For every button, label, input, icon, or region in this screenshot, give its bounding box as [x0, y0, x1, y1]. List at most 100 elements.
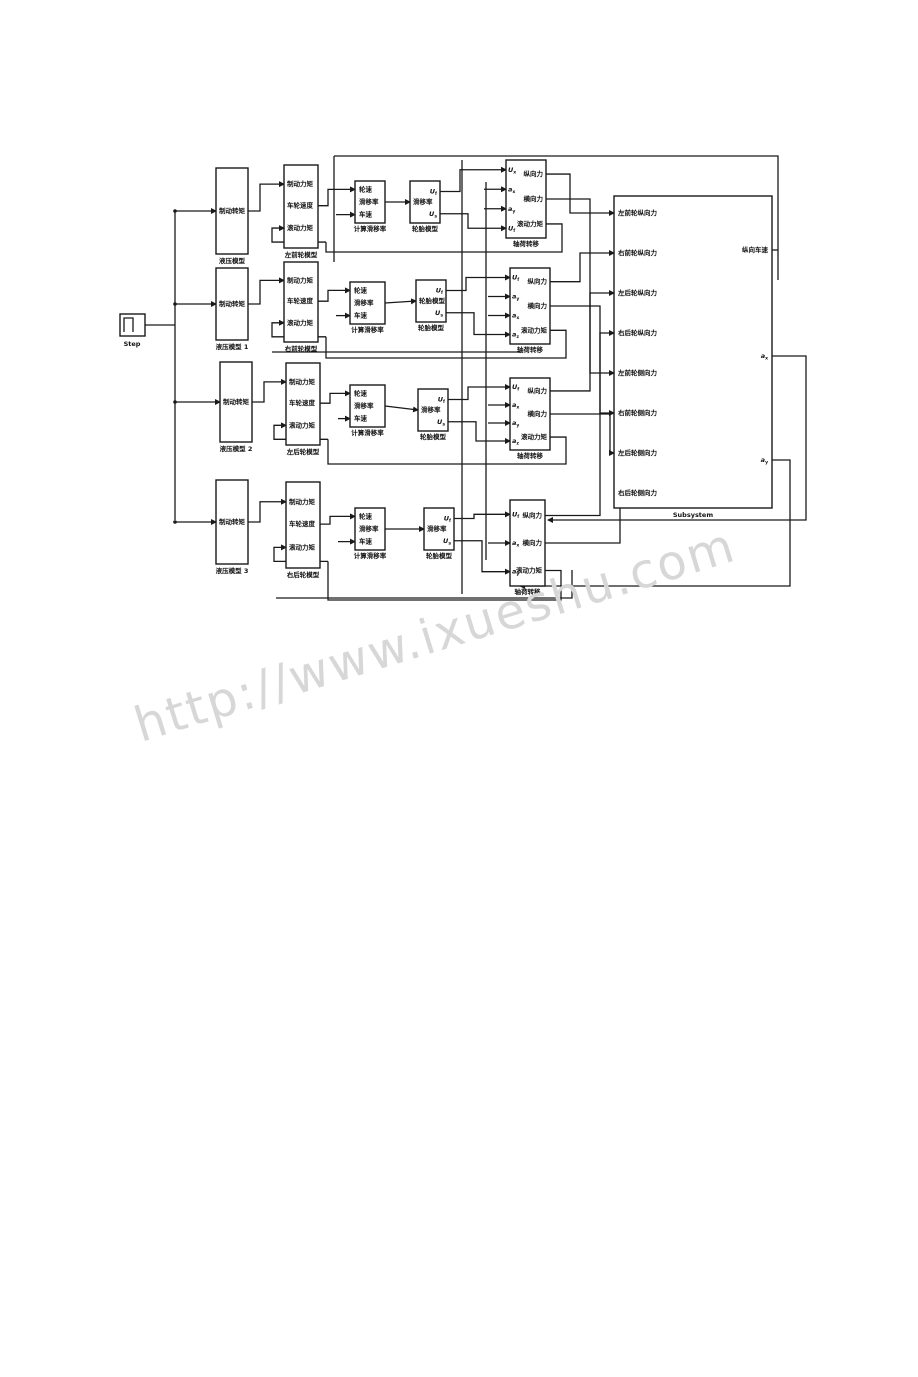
tire-output-label: Uf — [444, 515, 451, 525]
wheel-speed-line — [320, 513, 356, 525]
load-input-label: ay — [512, 293, 519, 303]
subsystem-block — [613, 195, 773, 509]
slip-to-tire-line — [384, 405, 419, 413]
subsystem-input-label: 右后轮纵向力 — [617, 328, 658, 337]
rolling-torque-return-line — [327, 436, 567, 465]
bottom-loop-line — [276, 570, 573, 599]
force-to-subsystem-line — [550, 290, 615, 392]
subsystem-input-label: 右前轮纵向力 — [617, 248, 658, 257]
slip-port-label: 车速 — [359, 537, 373, 546]
speed-feedback-top-line — [334, 155, 779, 280]
load-input-label: Ux — [508, 166, 516, 176]
rolling-torque-return-line — [325, 223, 563, 253]
slip-port-label: 滑移率 — [354, 298, 374, 307]
tire-input-label: 轮胎模型 — [419, 296, 446, 305]
force-to-subsystem-line — [545, 330, 615, 517]
load-input-label: Uf — [508, 224, 515, 234]
tire-model-block — [423, 507, 455, 551]
step-label: Step — [124, 340, 141, 348]
rolling-torque-return-line — [327, 561, 562, 601]
load-input-label: ax — [508, 185, 515, 195]
wheel-model-block — [285, 481, 321, 569]
wheel-speed-line — [318, 186, 356, 207]
wheel-caption: 右后轮模型 — [286, 570, 320, 579]
force-to-subsystem-line — [550, 250, 615, 283]
load-transfer-block — [509, 377, 551, 451]
load-output-label: 横向力 — [528, 301, 548, 310]
load-input-label: ay — [508, 205, 515, 215]
tire-caption: 轮胎模型 — [412, 224, 439, 233]
load-input-label: ax — [512, 312, 519, 322]
load-caption: 轴荷转移 — [513, 239, 540, 248]
load-input-label: Uf — [512, 510, 519, 520]
load-output-label: 横向力 — [528, 409, 548, 418]
load-output-label: 纵向力 — [528, 277, 548, 286]
wheel-port-label: 滚动力矩 — [289, 542, 316, 551]
load-input-label: ay — [512, 419, 519, 429]
wheel-port-label: 制动力矩 — [287, 179, 314, 188]
slip-port-label: 轮速 — [359, 184, 373, 193]
tire-output-label: Uf — [430, 188, 437, 198]
subsystem-input-label: 右后轮侧向力 — [617, 488, 658, 497]
force-to-subsystem-line — [545, 490, 621, 544]
slip-caption: 计算滑移率 — [354, 551, 387, 560]
load-input-label: az — [512, 331, 519, 341]
wheel-port-label: 车轮速度 — [287, 201, 314, 210]
tire-output-label: Us — [443, 537, 451, 547]
wheel-port-label: 车轮速度 — [287, 296, 314, 305]
wheel-port-label: 制动力矩 — [289, 497, 316, 506]
subsystem-input-label: 左前轮侧向力 — [617, 368, 658, 377]
subsystem-input-label: 左后轮侧向力 — [617, 448, 658, 457]
hydraulic-caption: 液压模型 3 — [216, 566, 249, 575]
slip-calc-block — [349, 384, 386, 428]
load-output-label: 横向力 — [524, 194, 544, 203]
load-caption: 轴荷转移 — [515, 587, 542, 596]
subsystem-input-label: 右前轮侧向力 — [617, 408, 658, 417]
load-input-label: az — [512, 437, 519, 447]
load-caption: 轴荷转移 — [517, 451, 544, 460]
tire-fx-line — [446, 274, 511, 292]
slip-calc-block — [349, 281, 386, 325]
load-output-label: 纵向力 — [523, 510, 543, 519]
tire-caption: 轮胎模型 — [418, 323, 445, 332]
wheel-port-label: 滚动力矩 — [287, 318, 314, 327]
rolling-torque-return-line — [325, 329, 567, 359]
tire-fy-line — [446, 312, 511, 338]
slip-port-label: 轮速 — [354, 388, 368, 397]
hydraulic-inner-label: 制动转矩 — [219, 517, 246, 526]
wheel-caption: 左前轮模型 — [284, 250, 318, 259]
tire-input-label: 滑移率 — [427, 524, 447, 533]
wheel-port-label: 制动力矩 — [289, 377, 316, 386]
load-transfer-block — [509, 267, 551, 345]
tire-fy-line — [454, 540, 511, 575]
branch-point — [173, 400, 177, 404]
load-transfer-block — [509, 499, 546, 587]
hydraulic-block — [215, 167, 249, 255]
load-output-label: 横向力 — [523, 538, 543, 547]
hydraulic-caption: 液压模型 2 — [220, 444, 253, 453]
wheel-port-label: 车轮速度 — [289, 398, 316, 407]
tire-caption: 轮胎模型 — [426, 551, 453, 560]
force-to-subsystem-line — [550, 413, 615, 456]
hydraulic-to-wheel-line — [248, 498, 287, 523]
load-output-label: 纵向力 — [524, 169, 544, 178]
tire-output-label: Us — [437, 418, 445, 428]
slip-port-label: 轮速 — [354, 285, 368, 294]
wheel-port-label: 制动力矩 — [287, 275, 314, 284]
tire-model-block — [415, 279, 447, 323]
ay-output-line — [519, 459, 791, 589]
tire-caption: 轮胎模型 — [420, 432, 447, 441]
slip-caption: 计算滑移率 — [351, 428, 384, 437]
wheel-model-block — [283, 164, 319, 249]
subsystem-input-label: 左后轮纵向力 — [617, 288, 658, 297]
force-to-subsystem-line — [550, 305, 615, 416]
load-input-label: Uf — [512, 383, 519, 393]
hydraulic-inner-label: 制动转矩 — [219, 206, 246, 215]
slip-calc-block — [354, 180, 386, 224]
slip-port-label: 车速 — [354, 414, 368, 423]
branch-point — [173, 520, 177, 524]
tire-input-label: 滑移率 — [421, 405, 441, 414]
tire-output-label: Us — [435, 309, 443, 319]
slip-port-label: 车速 — [354, 311, 368, 320]
